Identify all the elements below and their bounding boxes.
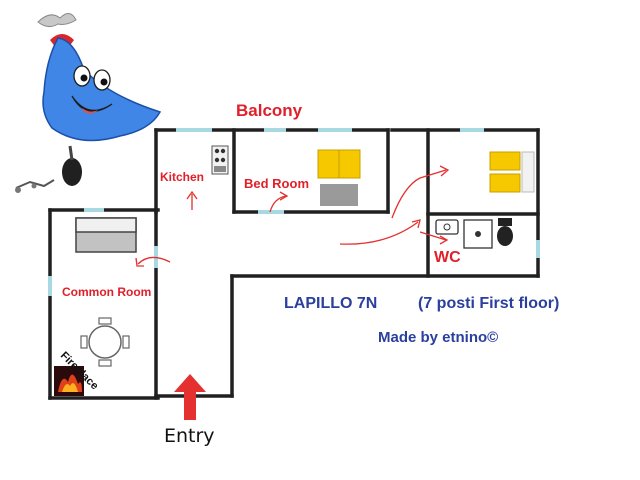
- walls: [48, 128, 540, 400]
- shower-icon: [463, 219, 493, 249]
- table-icon: [80, 317, 130, 367]
- plan-credit: Made by etnino©: [378, 329, 498, 346]
- wc-label: WC: [434, 249, 461, 266]
- bed-icon: [489, 151, 535, 193]
- kitchen-label: Kitchen: [160, 170, 204, 184]
- bedroom-label: Bed Room: [244, 176, 309, 191]
- entry-label: Entry: [164, 425, 215, 447]
- balcony-label: Balcony: [236, 101, 303, 120]
- mascot-bell-icon: [15, 13, 162, 193]
- fireplace-icon: [54, 366, 84, 396]
- flow-arrows: [135, 165, 450, 267]
- common-room-label: Common Room: [62, 285, 151, 299]
- sink-icon: [435, 219, 459, 235]
- toilet-icon: [497, 218, 513, 246]
- bed-icon: [317, 149, 361, 206]
- plan-title: LAPILLO 7N: [284, 295, 377, 312]
- plan-details: (7 posti First floor): [418, 295, 559, 312]
- entry-arrow-icon: [174, 374, 206, 420]
- sofa-icon: [75, 217, 137, 253]
- stove-icon: [211, 145, 229, 175]
